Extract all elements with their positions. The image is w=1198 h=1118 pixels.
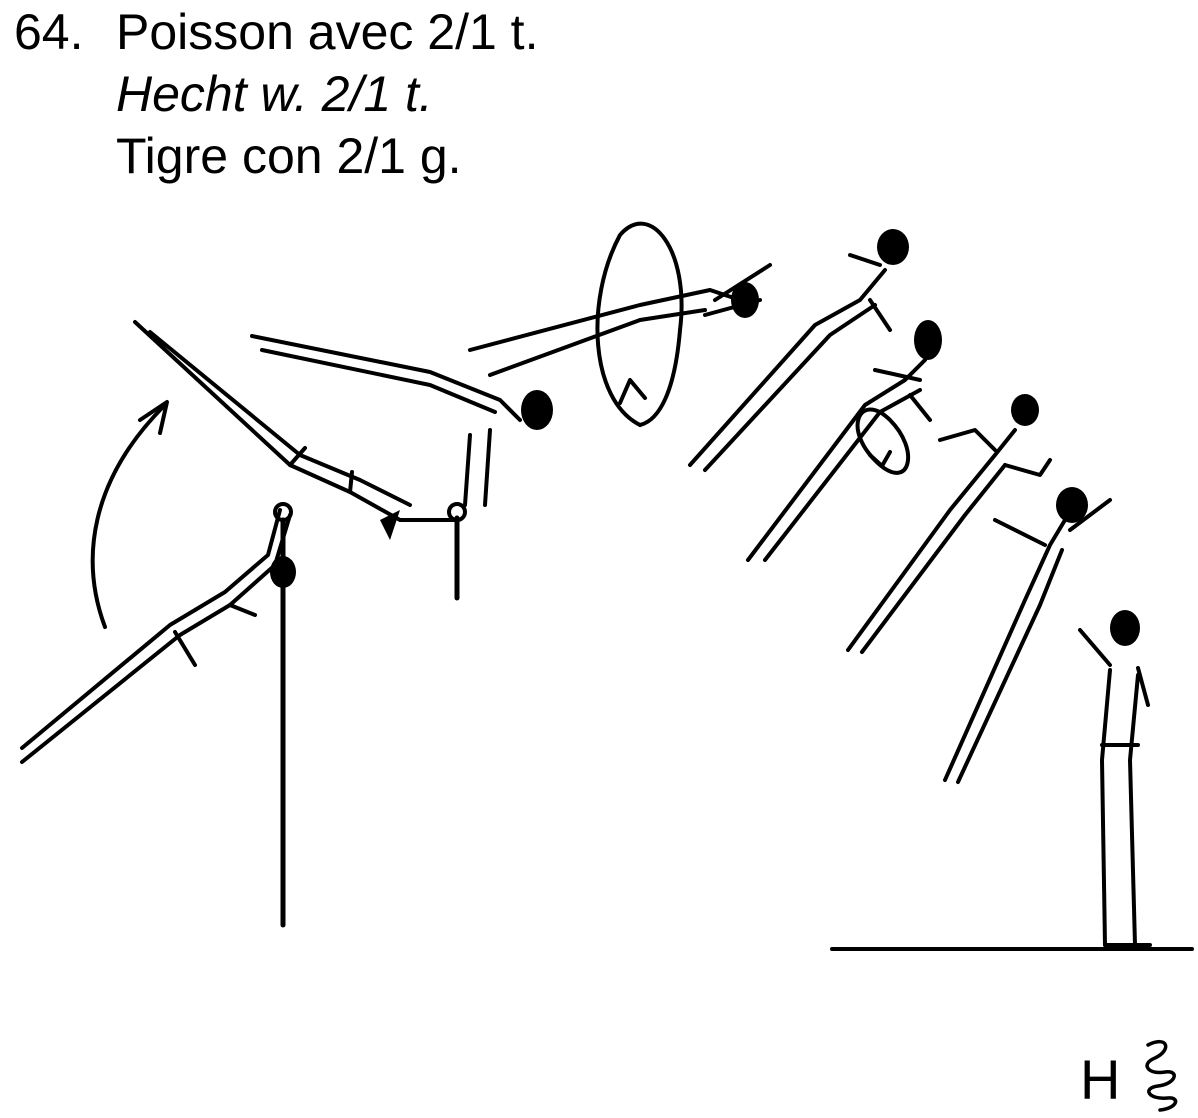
gymnast-phase-5 bbox=[690, 229, 909, 470]
gymnast-phase-2 bbox=[135, 322, 455, 540]
gymnast-phase-4 bbox=[470, 265, 770, 375]
gymnast-phase-3 bbox=[252, 336, 553, 505]
gymnast-landed bbox=[1080, 610, 1150, 945]
gymnast-phase-6 bbox=[748, 320, 942, 560]
apparatus-posts bbox=[275, 504, 465, 925]
rotation-arrows bbox=[93, 224, 908, 627]
gymnast-phase-1 bbox=[22, 510, 296, 762]
corner-symbol bbox=[1147, 1042, 1175, 1110]
corner-mark-letter: H bbox=[1080, 1050, 1120, 1110]
